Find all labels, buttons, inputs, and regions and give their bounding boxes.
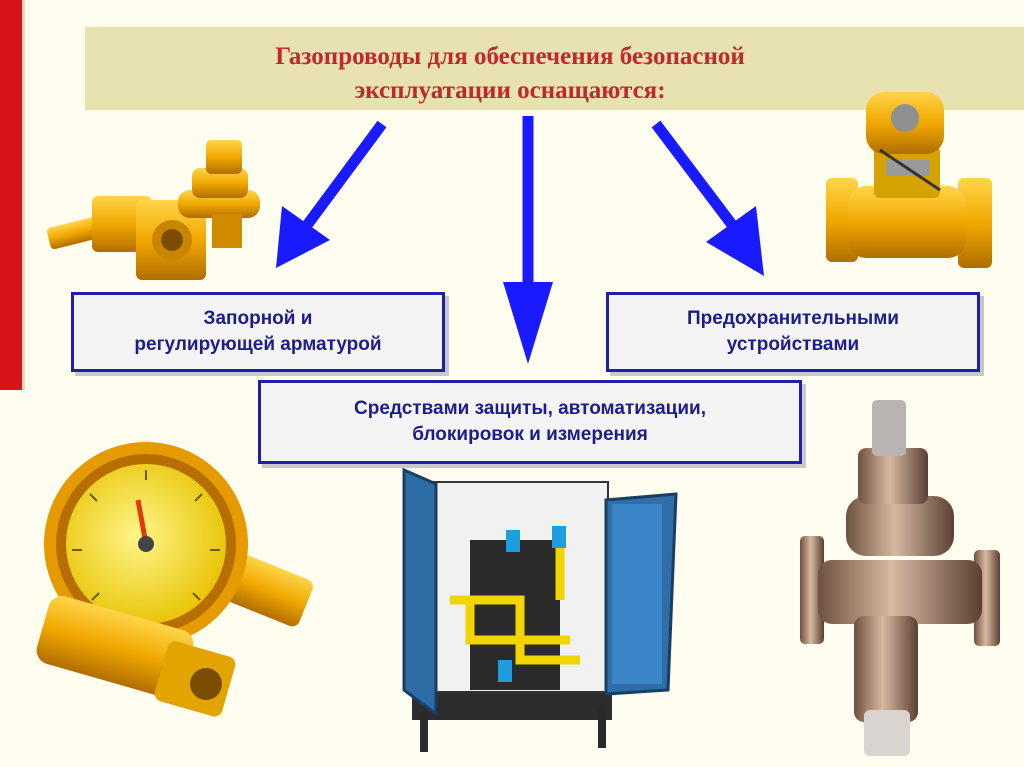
control-cabinet-image: [402, 467, 678, 752]
box-left-line-2: регулирующей арматурой: [134, 334, 382, 355]
box-left-line-1: Запорной и: [203, 308, 313, 329]
title-line-1: Газопроводы для обеспечения безопасной: [275, 43, 745, 70]
regulator-image: [46, 140, 260, 280]
title-band: [85, 27, 1024, 110]
pressure-reducer-valve-image: [800, 400, 1000, 756]
box-shutoff-regulating-fittings: Запорной и регулирующей арматурой: [71, 292, 445, 372]
arrow-right: [651, 120, 764, 276]
box-right-line-1: Предохранительными: [687, 308, 899, 329]
slide-title: Газопроводы для обеспечения безопасной э…: [95, 40, 925, 108]
box-center-line-2: блокировок и измерения: [412, 424, 648, 445]
box-center-line-1: Средствами защиты, автоматизации,: [354, 398, 706, 419]
safety-valve-image: [826, 92, 992, 268]
arrow-left: [276, 120, 387, 268]
box-safety-devices: Предохранительными устройствами: [606, 292, 980, 372]
title-line-2: эксплуатации оснащаются:: [354, 77, 666, 104]
box-right-line-2: устройствами: [726, 334, 860, 355]
accent-bar: [0, 0, 25, 390]
arrow-center: [503, 116, 553, 364]
box-protection-automation-measurement: Средствами защиты, автоматизации, блокир…: [258, 380, 802, 464]
pressure-gauge-image: [36, 442, 313, 717]
